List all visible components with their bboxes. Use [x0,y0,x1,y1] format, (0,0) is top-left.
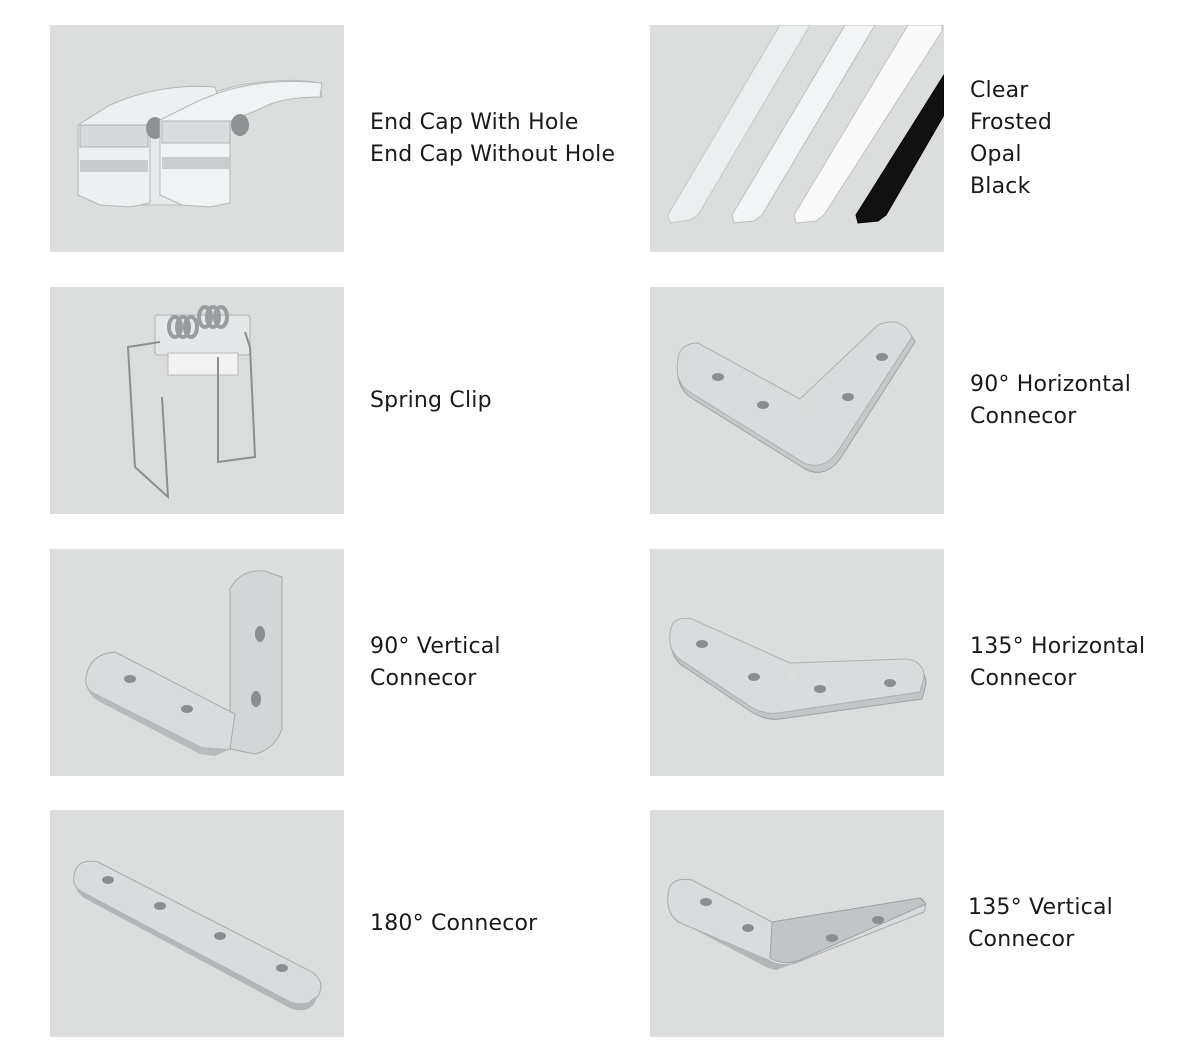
label-90-horizontal: 90° Horizontal [970,371,1132,397]
label-connector: Connecor [970,665,1077,691]
label-135-vertical: 135° Vertical [968,894,1113,920]
90-vertical-labels: 90° Vertical Connecor [370,549,501,776]
label-180-connector: 180° Connecor [370,910,538,936]
90-vertical-connector-image [50,549,344,776]
product-135-vertical-connector: 135° Vertical Connecor [650,810,1200,1037]
label-frosted: Frosted [970,109,1053,135]
label-connector: Connecor [970,403,1077,429]
diffuser-labels: Clear Frosted Opal Black [970,25,1052,252]
135-vertical-connector-image [650,810,944,1037]
label-opal: Opal [970,141,1022,167]
end-cap-image [50,25,344,252]
label-90-vertical: 90° Vertical [370,633,501,659]
135-horizontal-labels: 135° Horizontal Connecor [970,549,1145,776]
135-vertical-labels: 135° Vertical Connecor [968,810,1113,1037]
180-connector-labels: 180° Connecor [370,810,537,1037]
product-180-connector: 180° Connecor [50,810,630,1037]
label-spring-clip: Spring Clip [370,387,492,413]
label-clear: Clear [970,77,1029,103]
180-connector-image [50,810,344,1037]
product-90-horizontal-connector: 90° Horizontal Connecor [650,287,1200,514]
diffuser-covers-image [650,25,944,252]
product-135-horizontal-connector: 135° Horizontal Connecor [650,549,1200,776]
label-black: Black [970,173,1031,199]
label-135-horizontal: 135° Horizontal [970,633,1146,659]
label-end-cap-with-hole: End Cap With Hole [370,109,579,135]
product-diffuser-covers: Clear Frosted Opal Black [650,25,1200,252]
product-end-cap: End Cap With Hole End Cap Without Hole [50,25,630,252]
product-90-vertical-connector: 90° Vertical Connecor [50,549,630,776]
135-horizontal-connector-image [650,549,944,776]
90-horizontal-labels: 90° Horizontal Connecor [970,287,1131,514]
product-spring-clip: Spring Clip [50,287,630,514]
label-end-cap-without-hole: End Cap Without Hole [370,141,616,167]
spring-clip-labels: Spring Clip [370,287,492,514]
90-horizontal-connector-image [650,287,944,514]
label-connector: Connecor [968,926,1075,952]
spring-clip-image [50,287,344,514]
label-connector: Connecor [370,665,477,691]
end-cap-labels: End Cap With Hole End Cap Without Hole [370,25,615,252]
